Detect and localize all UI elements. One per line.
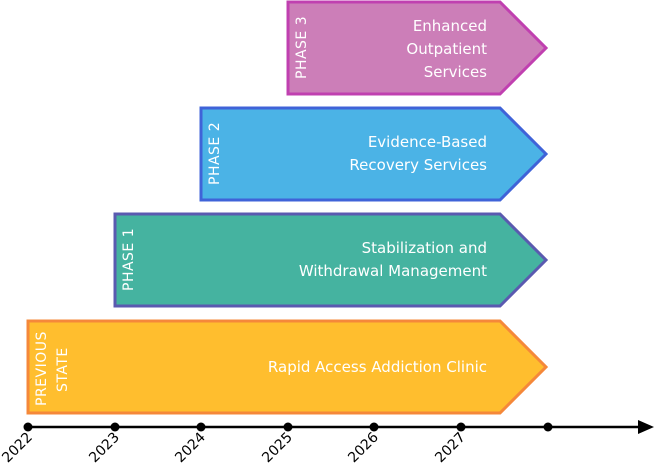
phase-1-tag: PHASE 1: [121, 228, 137, 291]
previous-state-shape: [26, 319, 549, 415]
phase-3-title-line-1: Enhanced: [413, 17, 487, 35]
phase-1-title-line-1: Stabilization and: [362, 239, 487, 257]
timeline-dot-2026: [369, 422, 379, 432]
phase-2-tag: PHASE 2: [207, 122, 223, 185]
phase-2-title-line-1: Evidence-Based: [368, 133, 487, 151]
timeline: 2022 2023 2024 2025 2026 2027: [0, 420, 654, 466]
year-label-2025: 2025: [259, 430, 296, 467]
timeline-dot-2023: [110, 422, 120, 432]
phase-1-title-line-2: Withdrawal Management: [299, 262, 487, 280]
year-label-2023: 2023: [86, 430, 123, 467]
timeline-arrowhead: [638, 420, 654, 434]
phase-2-title-line-2: Recovery Services: [349, 156, 487, 174]
phase-2-shape: [199, 106, 549, 202]
phase-1-shape: [113, 212, 549, 308]
phase-3-title-line-2: Outpatient: [406, 40, 487, 58]
phase-3-tag: PHASE 3: [294, 16, 310, 79]
phase-3-shape: [286, 0, 549, 96]
timeline-dot-end: [543, 422, 553, 432]
year-label-2026: 2026: [345, 429, 382, 466]
phase-3-title-line-3: Services: [424, 63, 487, 81]
timeline-dot-2022: [23, 422, 33, 432]
phase-1-arrow: PHASE 1 Stabilization and Withdrawal Man…: [113, 212, 549, 308]
timeline-dot-2027: [456, 422, 466, 432]
year-label-2024: 2024: [172, 429, 209, 466]
previous-state-tag-line-1: PREVIOUS: [34, 331, 50, 406]
previous-state-arrow: PREVIOUS STATE Rapid Access Addiction Cl…: [26, 319, 549, 415]
previous-state-tag-line-2: STATE: [55, 347, 71, 392]
timeline-dot-2024: [196, 422, 206, 432]
timeline-dot-2025: [283, 422, 293, 432]
phase-2-arrow: PHASE 2 Evidence-Based Recovery Services: [199, 106, 549, 202]
phase-3-arrow: PHASE 3 Enhanced Outpatient Services: [286, 0, 549, 96]
year-label-2027: 2027: [432, 430, 469, 467]
year-label-2022: 2022: [0, 430, 36, 467]
previous-state-title: Rapid Access Addiction Clinic: [268, 358, 487, 376]
